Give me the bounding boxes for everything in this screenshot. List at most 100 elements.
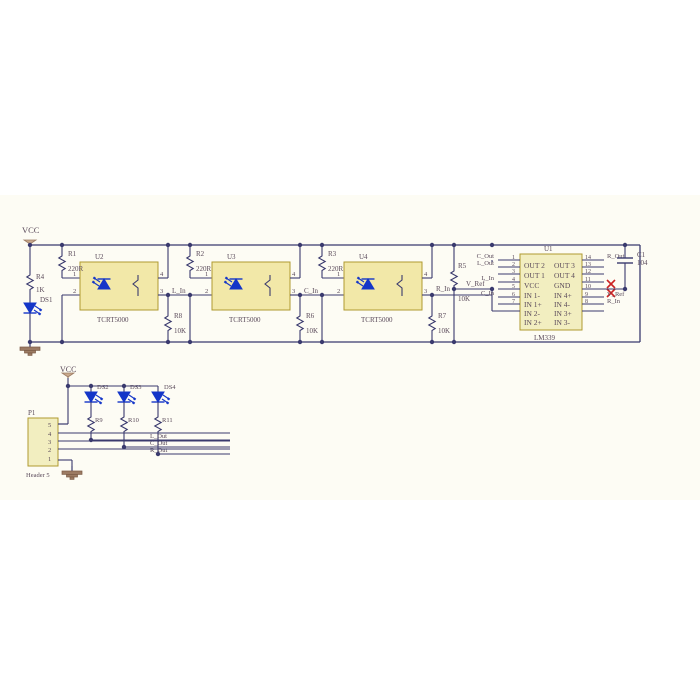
vcc-bottom-label: VCC <box>60 365 76 374</box>
p1-pin-2: 2 <box>48 447 51 454</box>
r3-ref: R3 <box>328 250 337 258</box>
u1-part: LM339 <box>534 334 556 342</box>
r6-ref: R6 <box>306 312 315 320</box>
u3-pin-3: 3 <box>292 288 295 295</box>
r11-ref: R11 <box>162 417 173 424</box>
u3-pin-1: 1 <box>205 271 208 278</box>
r8-ref: R8 <box>174 312 183 320</box>
p1-ref: P1 <box>28 409 36 417</box>
u2-pin-3: 3 <box>160 288 163 295</box>
u1-left-name-6: IN 2+ <box>524 318 542 327</box>
c1-ref: C1 <box>637 251 646 259</box>
u4-pin-1: 1 <box>337 271 340 278</box>
r7-ref: R7 <box>438 312 447 320</box>
u1-left-name-4: IN 1+ <box>524 300 542 309</box>
net-label-r-out: R_Out <box>150 447 168 454</box>
header-p1 <box>27 417 230 480</box>
u1-right-name-6: IN 3- <box>554 318 571 327</box>
u3-part: TCRT5000 <box>229 316 261 324</box>
sensor-channel-2 <box>186 245 322 342</box>
u1-right-num-2: 12 <box>585 269 591 275</box>
u1-left-name-1: OUT 1 <box>524 271 545 280</box>
comparator-u1 <box>491 253 628 331</box>
u1-right-num-6: 8 <box>585 299 588 305</box>
r1-value: 220R <box>68 265 84 273</box>
u1-right-num-3: 11 <box>585 277 591 283</box>
u4-ref: U4 <box>359 253 368 261</box>
r2-ref: R2 <box>196 250 205 258</box>
net-label-c-out: C_Out <box>150 440 168 447</box>
p1-pin-3: 3 <box>48 439 51 446</box>
u1-net-c-in: C_In <box>481 290 495 297</box>
capacitor-c1 <box>617 242 633 289</box>
net-l-in: L_In <box>172 287 186 295</box>
u1-left-num-1: 2 <box>512 262 515 268</box>
u1-right-name-5: IN 3+ <box>554 309 572 318</box>
u1-left-name-2: VCC <box>524 281 539 290</box>
r3-value: 220R <box>328 265 344 273</box>
u1-ref: U1 <box>544 245 553 253</box>
u2-ref: U2 <box>95 253 104 261</box>
u2-pin-4: 4 <box>160 271 164 278</box>
u3-pin-4: 4 <box>292 271 296 278</box>
u1-left-num-2: 3 <box>512 269 515 275</box>
u1-net-r-out: R_Out <box>607 253 625 260</box>
u1-right-name-4: IN 4- <box>554 300 571 309</box>
u1-right-name-2: GND <box>554 281 571 290</box>
net-c-in: C_In <box>304 287 319 295</box>
u1-net-l-out: L_Out <box>477 260 494 267</box>
u3-pin-2: 2 <box>205 288 208 295</box>
r9-ref: R9 <box>95 417 103 424</box>
indicator-led-ds4 <box>150 386 230 457</box>
p1-part: Header 5 <box>26 472 50 479</box>
p1-pin-1: 1 <box>48 456 51 463</box>
p1-pin-4: 4 <box>48 431 52 438</box>
net-v-ref: V_Ref <box>466 280 485 288</box>
r2-value: 220R <box>196 265 212 273</box>
c1-value: 104 <box>637 259 648 267</box>
u1-right-num-0: 14 <box>585 255 591 261</box>
u1-left-name-5: IN 2- <box>524 309 541 318</box>
r4-value: 1K <box>36 286 45 294</box>
u4-pin-4: 4 <box>424 271 428 278</box>
r8-value: 10K <box>174 327 186 335</box>
u1-right-num-5: 9 <box>585 292 588 298</box>
u1-right-num-1: 13 <box>585 262 591 268</box>
indicator-led-ds3 <box>116 386 230 450</box>
u1-left-num-0: 1 <box>512 255 515 261</box>
u1-left-name-0: OUT 2 <box>524 261 545 270</box>
u2-part: TCRT5000 <box>97 316 129 324</box>
u1-right-num-4: 10 <box>585 284 591 290</box>
u1-left-num-6: 7 <box>512 299 515 305</box>
ds4-ref: DS4 <box>164 384 176 391</box>
vcc-top-label: VCC <box>22 225 40 235</box>
u2-pin-2: 2 <box>73 288 76 295</box>
u1-left-num-4: 5 <box>512 284 515 290</box>
r4-ref: R4 <box>36 273 45 281</box>
sensor-channel-3 <box>318 245 492 342</box>
ds2-ref: DS2 <box>97 384 109 391</box>
p1-pin-5: 5 <box>48 422 51 429</box>
u1-left-num-5: 6 <box>512 292 515 298</box>
r1-ref: R1 <box>68 250 77 258</box>
led-stage-vcc <box>58 372 158 425</box>
u1-right-name-0: OUT 3 <box>554 261 575 270</box>
ds1-ref: DS1 <box>40 296 53 304</box>
u1-net-v-ref: V_Ref <box>607 291 625 298</box>
r5-ref: R5 <box>458 262 467 270</box>
u1-left-name-3: IN 1- <box>524 291 541 300</box>
r5-value: 10K <box>458 295 470 303</box>
r10-ref: R10 <box>128 417 139 424</box>
u1-net-l-in: L_In <box>481 275 494 282</box>
r7-value: 10K <box>438 327 450 335</box>
u1-net-c-out: C_Out <box>477 253 495 260</box>
net-r-in: R_In <box>436 285 451 293</box>
u3-ref: U3 <box>227 253 236 261</box>
u2-pin-1: 1 <box>73 271 76 278</box>
u4-pin-3: 3 <box>424 288 427 295</box>
u1-net-r-in: R_In <box>607 298 621 305</box>
u1-right-name-1: OUT 4 <box>554 271 575 280</box>
u1-right-name-3: IN 4+ <box>554 291 572 300</box>
